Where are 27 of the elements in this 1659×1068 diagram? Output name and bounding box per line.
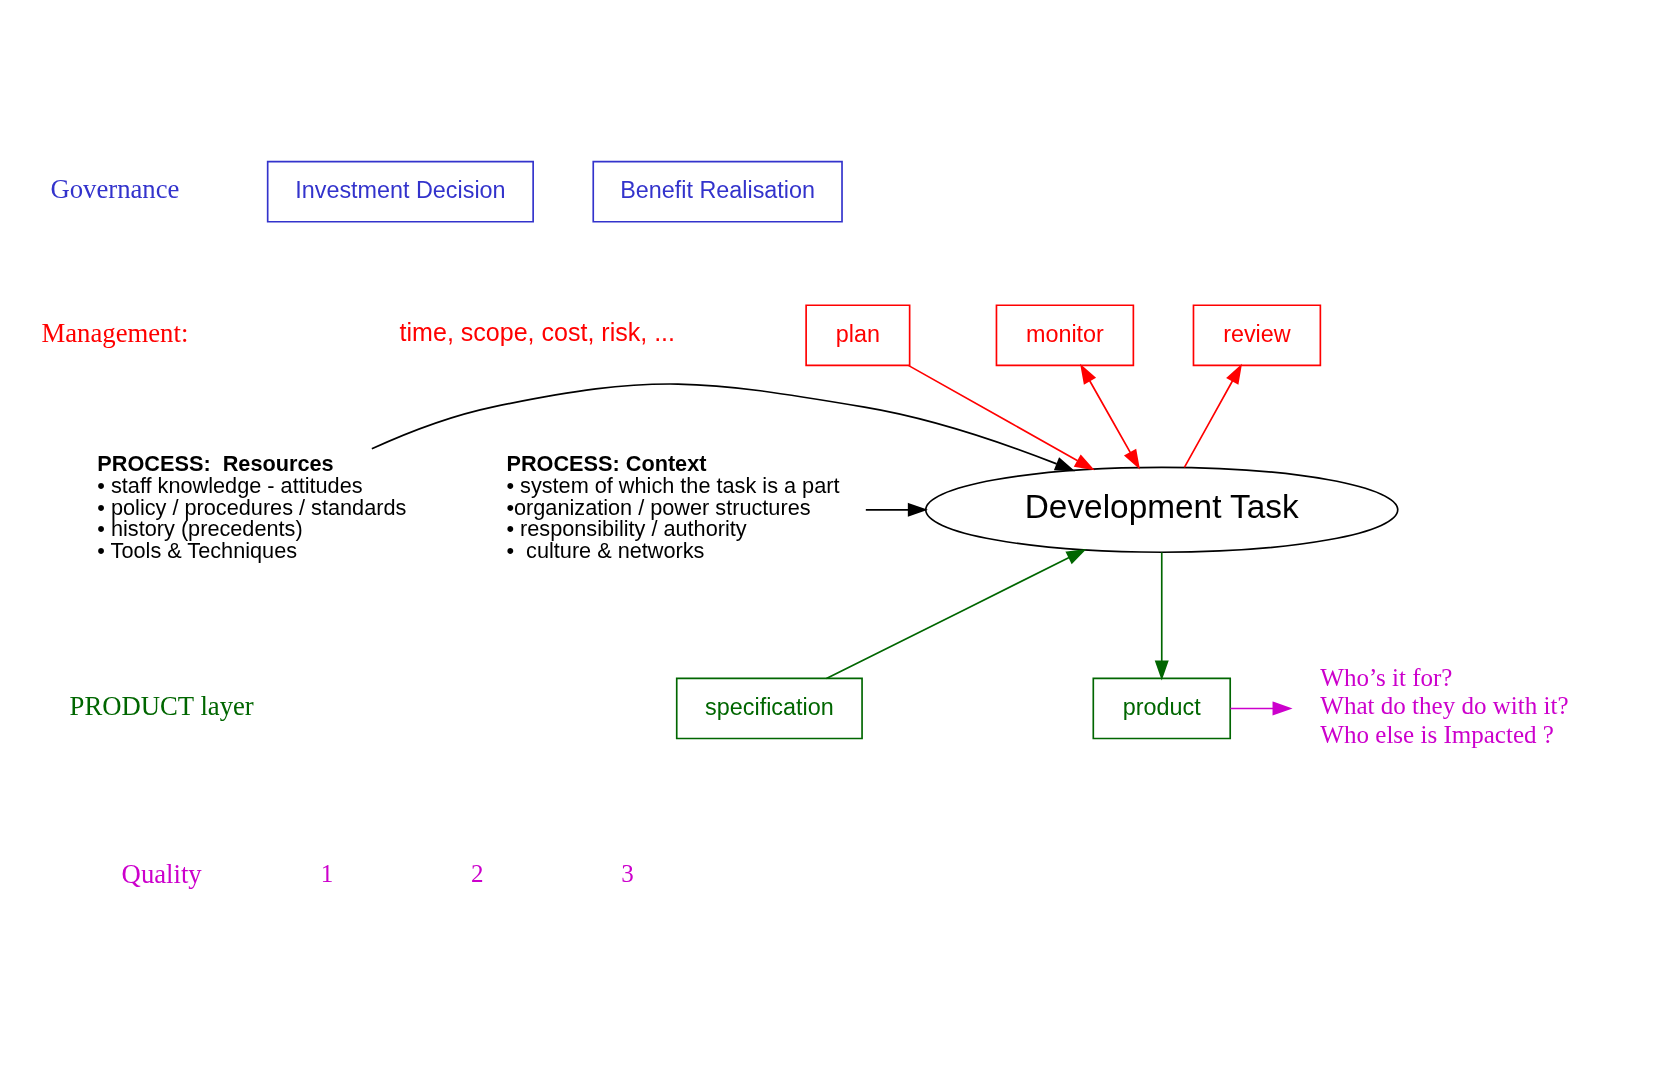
label: 1	[320, 860, 334, 888]
node-text: PROCESS: Context • system of which the task is a part •organization / power structures • responsibility / authority • culture & networks	[506, 451, 840, 564]
arrow	[1080, 363, 1140, 470]
node-box: product	[1092, 677, 1232, 740]
node-text: PROCESS: Resources • staff knowledge - attitudes • policy / procedures / standards • history (precedents) • Tools & Techniques	[97, 451, 407, 564]
arrow	[371, 383, 1076, 472]
node-box: specification	[675, 677, 863, 740]
label: Governance	[50, 174, 180, 205]
arrow	[1229, 701, 1293, 716]
node-box: review	[1192, 304, 1322, 367]
label: Quality	[121, 858, 202, 889]
label: time, scope, cost, risk, ...	[399, 318, 676, 347]
arrow	[907, 364, 1095, 471]
label: 2	[470, 860, 484, 888]
label: Management:	[41, 317, 189, 348]
arrow	[865, 502, 928, 517]
arrow	[1154, 551, 1169, 681]
node-box: Benefit Realisation	[592, 160, 843, 223]
node-box: plan	[805, 304, 911, 367]
label: 3	[621, 860, 634, 888]
label: PRODUCT layer	[69, 690, 254, 721]
node-ellipse: Development Task	[924, 466, 1399, 554]
arrow	[825, 548, 1087, 680]
arrow	[1183, 363, 1242, 469]
node-text: Who’s it for? What do they do with it? Who else is Impacted ?	[1320, 663, 1569, 748]
node-box: Investment Decision	[266, 160, 534, 223]
node-box: monitor	[995, 304, 1135, 367]
